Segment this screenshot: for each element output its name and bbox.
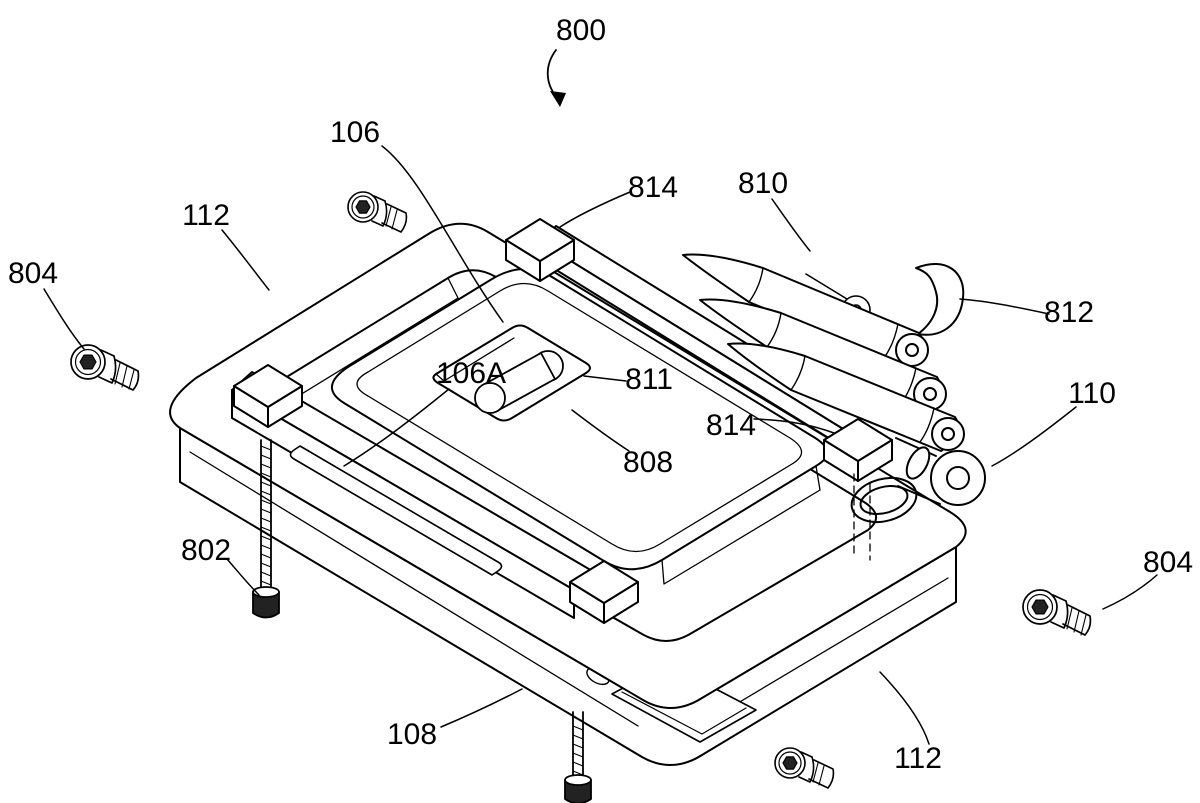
leader-814a [559, 191, 631, 228]
pin-808 [474, 350, 564, 414]
corner-post-south [569, 560, 639, 624]
bullet-plunger-3 [727, 342, 965, 452]
leader-lines [43, 145, 1158, 745]
leader-112b [879, 671, 930, 745]
corner-post-east [823, 418, 893, 482]
ref-label-804-right: 804 [1143, 546, 1193, 579]
screw-804-left [70, 344, 140, 391]
leader-106 [381, 145, 504, 323]
screw-804-bottom [774, 747, 835, 789]
ref-label-814-mid: 814 [706, 409, 756, 442]
ref-label-112-left: 112 [182, 199, 230, 232]
ref-label-108: 108 [387, 718, 437, 751]
threaded-rod-left [252, 439, 280, 619]
assembly-arrow-800 [546, 49, 566, 107]
leader-814b [753, 418, 835, 434]
ref-label-808: 808 [623, 446, 673, 479]
ref-label-814-top: 814 [628, 171, 678, 204]
ref-label-811: 811 [625, 363, 673, 396]
front-rail [231, 371, 595, 619]
leader-802 [226, 558, 260, 596]
ref-label-106A: 106A [436, 357, 506, 390]
corner-post-west [233, 364, 303, 428]
bullet-plunger-2 [699, 298, 947, 412]
leader-112a [221, 229, 270, 291]
retainer-clip [915, 263, 965, 336]
corner-post-north [505, 218, 575, 282]
ref-label-110: 110 [1068, 377, 1116, 410]
leader-810 [771, 198, 811, 252]
ref-label-800: 800 [556, 14, 606, 47]
pull-ring [850, 476, 918, 524]
ref-label-112-right: 112 [894, 742, 942, 775]
leader-108 [440, 688, 523, 728]
leader-812 [959, 298, 1050, 315]
ref-label-812: 812 [1044, 296, 1094, 329]
screw-804-right [1022, 589, 1092, 636]
leader-811 [583, 375, 627, 382]
ref-label-804-left: 804 [8, 257, 58, 290]
leader-110 [991, 406, 1077, 467]
leader-106A [343, 388, 450, 467]
leader-808 [571, 409, 630, 452]
ref-label-802: 802 [181, 534, 231, 567]
bullet-plunger-1 [682, 253, 929, 368]
ref-label-106: 106 [330, 116, 380, 149]
leader-804b [1102, 574, 1158, 610]
leader-804a [43, 288, 85, 350]
threaded-rod-bottom [564, 711, 592, 803]
screw-804-top [347, 191, 408, 233]
ref-label-810: 810 [738, 167, 788, 200]
knob-plunger [895, 437, 986, 506]
